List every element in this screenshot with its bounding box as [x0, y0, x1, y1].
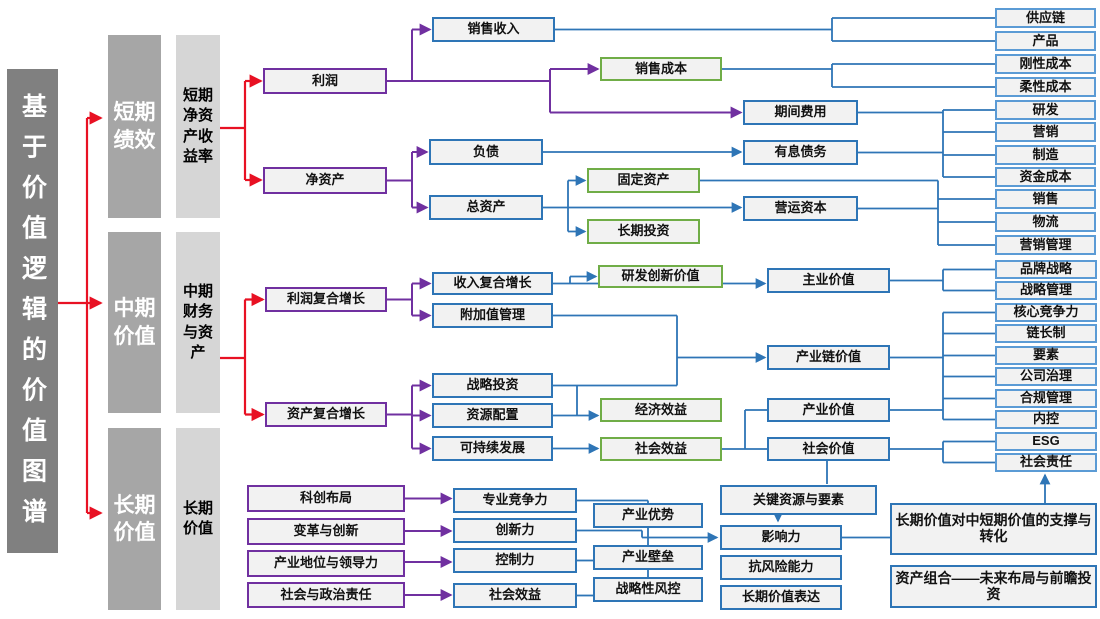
node-influence: 影响力	[720, 525, 842, 550]
group-long-term: 长期价值	[108, 428, 161, 610]
node-asset-portfolio: 资产组合——未来布局与前瞻投资	[890, 565, 1097, 608]
leaf-social-responsibility: 社会责任	[995, 453, 1097, 472]
group-mid-term: 中期价值	[108, 232, 161, 413]
node-sustainable-development: 可持续发展	[432, 436, 553, 461]
node-professional-competitiveness: 专业竞争力	[453, 488, 577, 513]
node-sales-cost: 销售成本	[600, 57, 722, 81]
leaf-capital-cost: 资金成本	[995, 167, 1096, 187]
leaf-sales: 销售	[995, 189, 1096, 209]
node-industry-leadership: 产业地位与领导力	[247, 550, 405, 577]
leaf-marketing: 营销	[995, 122, 1096, 142]
node-social-benefit-long: 社会效益	[453, 583, 577, 608]
node-sales-revenue: 销售收入	[432, 17, 555, 42]
leaf-brand-strategy: 品牌战略	[995, 260, 1097, 279]
node-period-expense: 期间费用	[743, 100, 858, 125]
node-social-political-duty: 社会与政治责任	[247, 582, 405, 608]
leaf-chain-leader-system: 链长制	[995, 324, 1097, 343]
leaf-supply-chain: 供应链	[995, 8, 1096, 28]
leaf-product: 产品	[995, 31, 1096, 51]
node-long-value-expression: 长期价值表达	[720, 585, 842, 610]
node-value-added-mgmt: 附加值管理	[432, 303, 553, 328]
group-long-value: 长期价值	[176, 428, 220, 610]
node-liabilities: 负债	[429, 139, 543, 165]
leaf-rd: 研发	[995, 100, 1096, 120]
node-industry-advantage: 产业优势	[593, 503, 703, 528]
leaf-marketing-mgmt: 营销管理	[995, 235, 1096, 255]
group-mid-finance: 中期财务与资产	[176, 232, 220, 413]
node-industry-barrier: 产业壁垒	[593, 545, 703, 570]
node-fixed-assets: 固定资产	[587, 168, 700, 193]
node-main-business-value: 主业价值	[767, 268, 890, 293]
group-short-term: 短期绩效	[108, 35, 161, 218]
node-reform-innovation: 变革与创新	[247, 518, 405, 545]
leaf-esg: ESG	[995, 432, 1097, 451]
node-profit-compound-growth: 利润复合增长	[265, 287, 387, 312]
leaf-flexible-cost: 柔性成本	[995, 77, 1096, 97]
node-innovation-power: 创新力	[453, 518, 577, 543]
leaf-internal-control: 内控	[995, 410, 1097, 429]
node-total-assets: 总资产	[429, 195, 543, 220]
node-social-value: 社会价值	[767, 437, 890, 461]
node-strategic-investment: 战略投资	[432, 373, 553, 398]
node-economic-benefit: 经济效益	[600, 398, 722, 422]
node-risk-resistance: 抗风险能力	[720, 555, 842, 580]
node-profit: 利润	[263, 68, 387, 94]
diagram-title: 基于价值逻辑的价值图谱	[7, 69, 58, 553]
group-short-roe: 短期净资产收益率	[176, 35, 220, 218]
node-asset-compound-growth: 资产复合增长	[265, 402, 387, 427]
node-social-benefit: 社会效益	[600, 437, 722, 461]
node-working-capital: 营运资本	[743, 196, 858, 221]
leaf-logistics: 物流	[995, 212, 1096, 232]
node-long-term-investment: 长期投资	[587, 219, 700, 244]
node-control-power: 控制力	[453, 548, 577, 573]
node-net-assets: 净资产	[263, 167, 387, 194]
node-revenue-compound-growth: 收入复合增长	[432, 272, 553, 295]
leaf-corporate-governance: 公司治理	[995, 367, 1097, 386]
leaf-core-competitiveness: 核心竞争力	[995, 303, 1097, 322]
leaf-strategy-mgmt: 战略管理	[995, 281, 1097, 300]
leaf-rigid-cost: 刚性成本	[995, 54, 1096, 74]
node-industry-chain-value: 产业链价值	[767, 345, 890, 370]
node-industry-value: 产业价值	[767, 398, 890, 422]
node-strategic-risk-control: 战略性风控	[593, 577, 703, 602]
node-key-resources: 关键资源与要素	[720, 485, 877, 515]
node-support-transform: 长期价值对中短期价值的支撑与转化	[890, 503, 1097, 555]
leaf-compliance-mgmt: 合规管理	[995, 389, 1097, 408]
node-interest-debt: 有息债务	[743, 140, 858, 165]
leaf-factors: 要素	[995, 346, 1097, 365]
leaf-manufacturing: 制造	[995, 145, 1096, 165]
node-rd-innovation-value: 研发创新价值	[598, 265, 723, 288]
node-sci-tech-layout: 科创布局	[247, 485, 405, 512]
node-resource-allocation: 资源配置	[432, 403, 553, 428]
